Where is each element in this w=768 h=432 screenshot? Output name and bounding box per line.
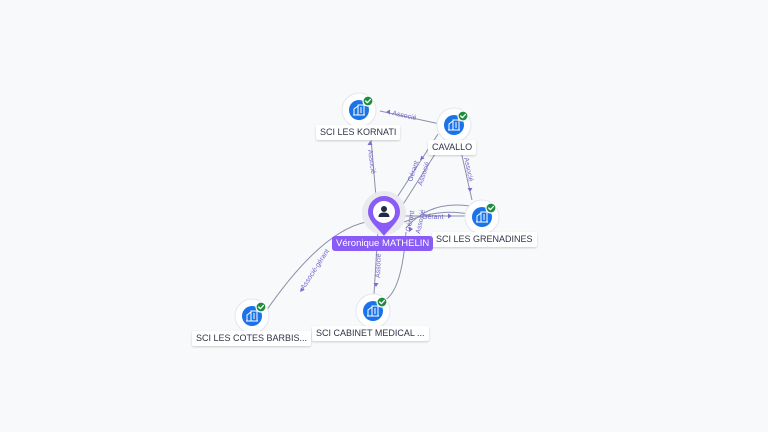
arrow-cavallo-gerant	[420, 155, 425, 160]
arrow-person-from-grenadines	[409, 227, 413, 232]
edge-label-e10: Associé-gérant	[300, 248, 331, 291]
company-node-grenadines[interactable]	[464, 199, 500, 235]
edge-person-cotes[interactable]	[263, 221, 367, 315]
edge-label-e8: Associé	[415, 209, 427, 235]
check-icon	[485, 202, 497, 214]
arrow-kornati-from-cavallo	[386, 109, 390, 115]
company-node-cotes[interactable]	[234, 298, 270, 334]
person-icon	[378, 206, 390, 217]
arrow-cotes	[300, 287, 305, 292]
company-label-grenadines[interactable]: SCI LES GRENADINES	[432, 232, 537, 247]
arrow-kornati	[367, 141, 373, 145]
company-node-cavallo[interactable]	[436, 107, 472, 143]
company-node-cabinet[interactable]	[355, 293, 391, 329]
arrow-grenadines	[448, 213, 452, 219]
company-label-cotes[interactable]: SCI LES COTES BARBIS...	[192, 331, 312, 346]
edge-label-e7: Gérant	[405, 210, 416, 232]
arrow-grenadines-from-cavallo	[467, 188, 473, 192]
arrow-cabinet	[373, 283, 379, 287]
edges	[263, 110, 473, 315]
company-label-cavallo[interactable]: CAVALLO	[428, 140, 477, 155]
edge-label-e2: Associé	[392, 110, 418, 122]
edge-label-e6: Gérant	[422, 214, 443, 221]
person-label[interactable]: Véronique MATHELIN	[332, 236, 434, 251]
company-node-kornati[interactable]	[341, 92, 377, 128]
company-label-cabinet[interactable]: SCI CABINET MEDICAL ...	[312, 326, 429, 341]
check-icon	[362, 95, 374, 107]
check-icon	[376, 296, 388, 308]
check-icon	[457, 110, 469, 122]
edge-label-e5: Associé	[462, 157, 474, 183]
edge-person-grenadines-associe[interactable]	[403, 211, 469, 223]
edge-label-e1: Associé	[366, 149, 376, 174]
edge-grenadines-person-gerant[interactable]	[405, 204, 471, 229]
company-label-kornati[interactable]: SCI LES KORNATI	[316, 125, 401, 140]
edge-arrows	[300, 109, 473, 292]
check-icon	[255, 301, 267, 313]
edge-label-e9: Associé	[375, 253, 383, 278]
person-node[interactable]	[362, 191, 406, 236]
